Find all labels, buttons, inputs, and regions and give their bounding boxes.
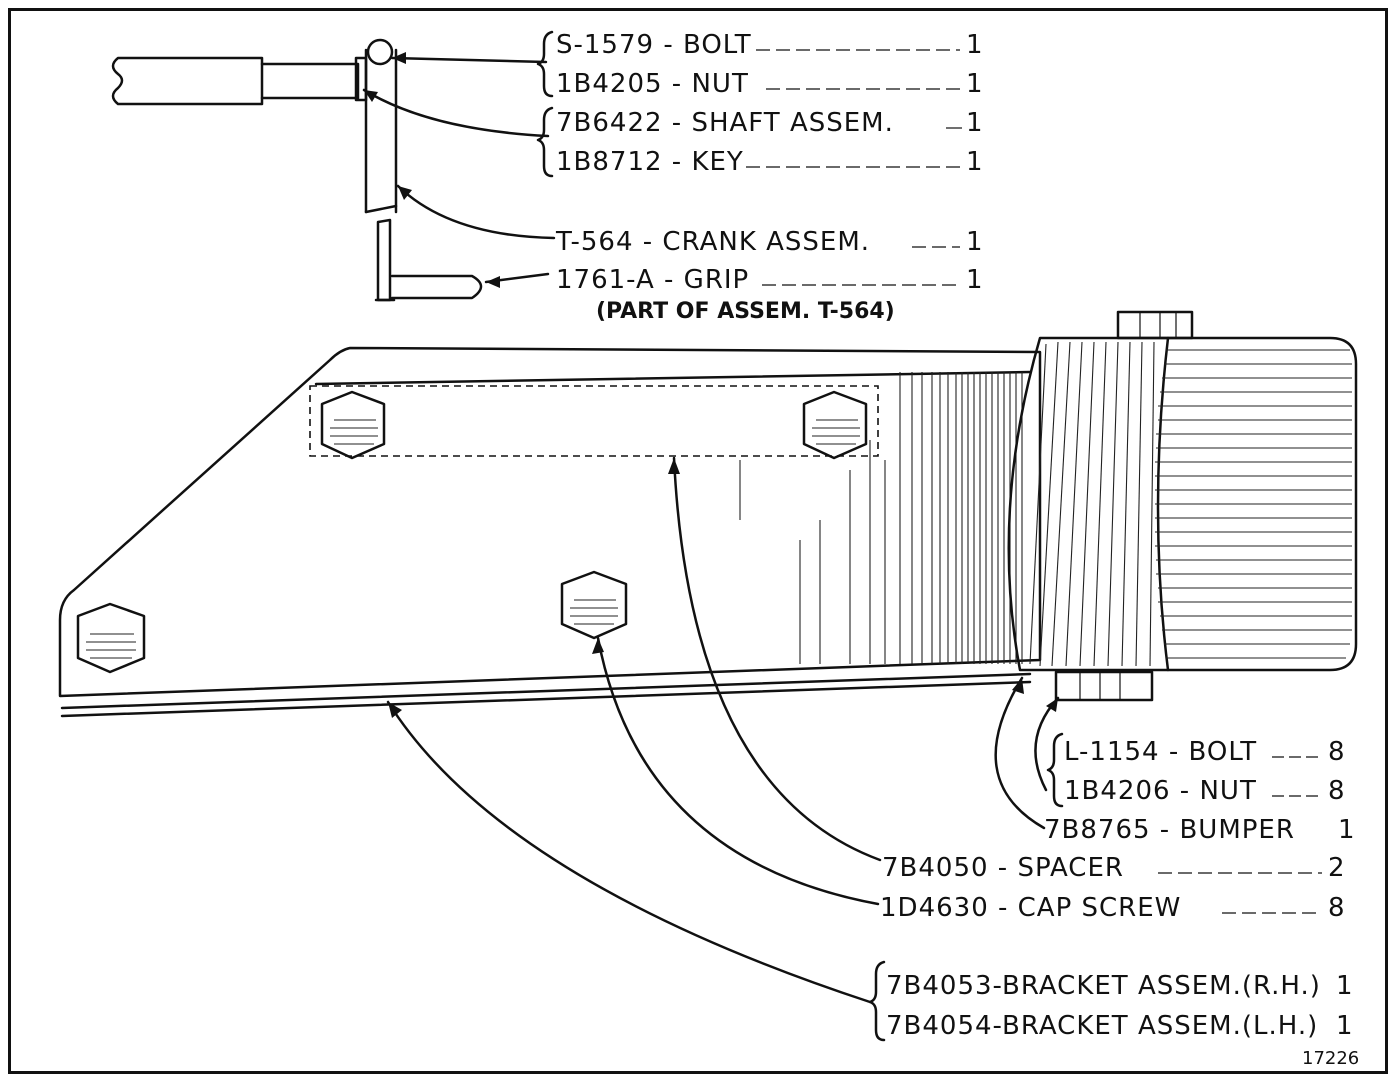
spacer-outline xyxy=(309,385,879,457)
label-braces xyxy=(536,30,1064,1042)
bumper xyxy=(1007,310,1358,702)
part-qty: 1 xyxy=(966,147,984,177)
part-label: 7B4054-BRACKET ASSEM.(L.H.) xyxy=(886,1011,1318,1041)
part-label: 1D4630 - CAP SCREW xyxy=(880,893,1181,923)
part-label: 7B6422 - SHAFT ASSEM. xyxy=(556,108,894,138)
part-label: 1761-A - GRIP xyxy=(556,265,749,295)
cap-screw-icon xyxy=(76,602,146,674)
part-qty: 1 xyxy=(1338,815,1356,845)
part-qty: 1 xyxy=(966,227,984,257)
part-qty: 1 xyxy=(966,30,984,60)
part-label: 7B4050 - SPACER xyxy=(882,853,1124,883)
part-qty: 8 xyxy=(1328,737,1346,767)
part-label: T-564 - CRANK ASSEM. xyxy=(555,227,870,257)
part-label: L-1154 - BOLT xyxy=(1064,737,1257,767)
bracket-shading xyxy=(739,372,1023,664)
part-label: 7B4053-BRACKET ASSEM.(R.H.) xyxy=(886,971,1321,1001)
part-qty: 2 xyxy=(1328,853,1346,883)
part-qty: 1 xyxy=(966,265,984,295)
part-qty: 8 xyxy=(1328,893,1346,923)
parts-list-lower: L-1154 - BOLT 8 1B4206 - NUT 8 7B8765 - … xyxy=(880,737,1356,1041)
part-qty: 1 xyxy=(1336,1011,1354,1041)
leader-lines xyxy=(362,52,1060,1004)
part-label: 1B4205 - NUT xyxy=(556,69,749,99)
cap-screw-icon xyxy=(560,570,628,640)
part-label: S-1579 - BOLT xyxy=(556,30,752,60)
parts-list-upper: S-1579 - BOLT 1 1B4205 - NUT 1 7B6422 - … xyxy=(555,30,984,324)
part-qty: 8 xyxy=(1328,776,1346,806)
bumper-side-ribs xyxy=(1029,341,1155,667)
part-label: 7B8765 - BUMPER xyxy=(1044,815,1295,845)
cap-screw-icon xyxy=(320,390,386,460)
part-label: 1B4206 - NUT xyxy=(1064,776,1257,806)
bumper-ribs xyxy=(1155,349,1352,659)
part-qty: 1 xyxy=(966,69,984,99)
drawing-frame xyxy=(8,8,1388,1074)
bracket-assembly xyxy=(58,346,1042,718)
grip-note: (PART OF ASSEM. T-564) xyxy=(596,299,895,324)
part-qty: 1 xyxy=(1336,971,1354,1001)
figure-number: 17226 xyxy=(1302,1048,1359,1069)
part-label: 1B8712 - KEY xyxy=(556,147,744,177)
cap-screw-icon xyxy=(802,390,868,460)
part-qty: 1 xyxy=(966,108,984,138)
crank-shaft-assembly xyxy=(111,38,483,302)
